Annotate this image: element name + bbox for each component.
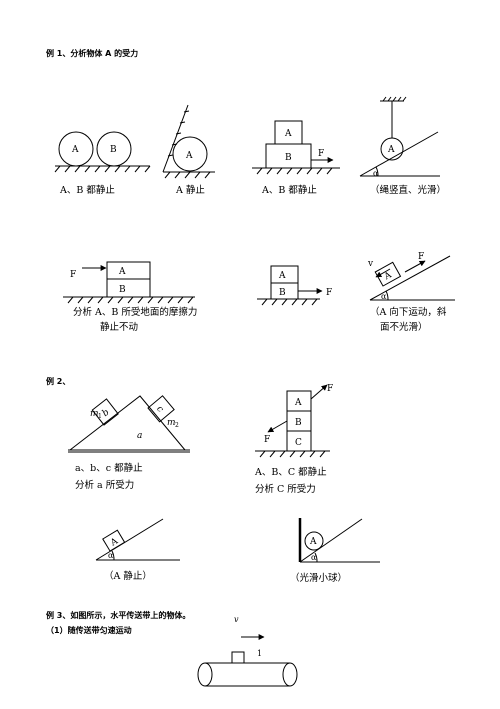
label-force-pull: F: [326, 288, 332, 298]
block-C: [286, 430, 312, 452]
velocity-arrow: [375, 268, 391, 278]
label-velocity: v: [367, 259, 374, 269]
label-m1: m: [90, 409, 99, 419]
caption-ABC-static: A、B、C 都静止: [255, 467, 327, 478]
label-force-push: F: [70, 270, 76, 280]
label-block-B: B: [295, 418, 302, 428]
label-alpha-4: α: [311, 553, 317, 562]
caption-ground-friction: 分析 A、B 所受地面的摩擦力: [73, 307, 198, 318]
caption-a-static-incline: （A 静止）: [104, 571, 152, 582]
box-a-push: [106, 261, 151, 280]
label-alpha-3: α: [108, 551, 114, 560]
box-b: [265, 143, 312, 169]
label-box-b: B: [285, 153, 292, 163]
label-ball-b: B: [110, 145, 117, 155]
label-force: F: [318, 149, 324, 159]
label-a-push: A: [118, 267, 126, 277]
fig-stacked-force: A B F: [252, 120, 340, 175]
label-b-pull: B: [279, 288, 286, 298]
caption-abc-static: a、b、c 都静止: [75, 463, 143, 474]
caption-analyze-c: 分析 C 所受力: [255, 484, 316, 495]
fig-conveyor: v 1: [197, 615, 298, 687]
label-a-wall: A: [185, 151, 193, 161]
force-arrow-up: [310, 384, 328, 400]
fig-ball-incline-wall: A α: [298, 518, 380, 563]
label-belt-velocity: v: [234, 615, 239, 624]
label-ball-rope: A: [387, 145, 395, 155]
example-3-sub-1: （1）随传送带匀速运动: [46, 626, 132, 635]
fig-incline-moving: A F v α: [367, 252, 455, 301]
fig-incline-static: A α: [95, 518, 180, 561]
belt-object: [231, 651, 245, 664]
box-a-slope: [374, 261, 402, 287]
label-m2-sub: 2: [175, 422, 179, 429]
label-a-incline: A: [108, 536, 120, 549]
ball-a-wall: [172, 136, 208, 172]
belt-pulley-left: [197, 662, 213, 687]
force-arrow-slope: [404, 260, 426, 273]
caption-moving-down-1: （A 向下运动，斜: [370, 307, 447, 318]
caption-ab-static-2: A、B 都静止: [262, 185, 317, 196]
label-block-C: C: [295, 438, 302, 448]
label-alpha-1: α: [373, 169, 379, 178]
label-a-pull: A: [278, 271, 286, 281]
label-force-up: F: [327, 384, 333, 394]
ball-rope: [380, 137, 404, 161]
label-force-slope: F: [418, 252, 424, 262]
label-a-wedge: a: [137, 431, 142, 441]
ball-a: [58, 131, 94, 167]
label-m2: m: [167, 418, 176, 428]
block-c: [147, 395, 175, 423]
example-3-heading: 例 3、如图所示，水平传送带上的物体。: [46, 611, 191, 620]
ball-b: [96, 131, 132, 167]
label-m1-sub: 1: [98, 413, 102, 420]
label-object-1: 1: [257, 649, 262, 658]
label-box-a: A: [284, 129, 292, 139]
label-c: c: [154, 404, 165, 414]
force-arrow-down: [267, 420, 288, 433]
fig-ball-wall: A: [162, 104, 215, 179]
label-b-push: B: [119, 285, 126, 295]
label-b: b: [101, 407, 112, 419]
fig-stack-abc: A B C F F: [255, 384, 333, 458]
caption-moving-down-2: 面不光滑）: [380, 322, 428, 333]
example-1-heading: 例 1、分析物体 A 的受力: [46, 49, 139, 58]
smooth-ball: [304, 531, 324, 551]
label-smooth-ball: A: [309, 537, 317, 547]
box-b-push: [106, 278, 151, 298]
label-alpha-2: α: [381, 292, 387, 301]
caption-a-static: A 静止: [176, 185, 205, 196]
label-force-down: F: [264, 435, 270, 445]
example-2-heading: 例 2、: [46, 377, 71, 386]
label-block-A: A: [294, 398, 302, 408]
label-ball-a: A: [71, 145, 79, 155]
fig-rope-incline: A α: [359, 96, 440, 178]
block-b: [91, 398, 119, 426]
caption-rope-vertical: （绳竖直、光滑）: [370, 185, 447, 196]
caption-stationary: 静止不动: [100, 322, 139, 333]
caption-ab-static: A、B 都静止: [60, 185, 115, 196]
label-a-slope: A: [382, 270, 394, 283]
fig-two-balls: A B: [54, 131, 151, 173]
fig-pull-bottom: A B F: [257, 265, 332, 306]
belt-pulley-right: [282, 662, 298, 687]
caption-smooth-ball: （光滑小球）: [290, 573, 348, 584]
fig-wedge: b c a m 1 m 2: [68, 395, 190, 453]
caption-analyze-a: 分析 a 所受力: [75, 480, 135, 491]
fig-push-top: A B F: [63, 261, 195, 304]
block-a-incline: [102, 529, 126, 552]
